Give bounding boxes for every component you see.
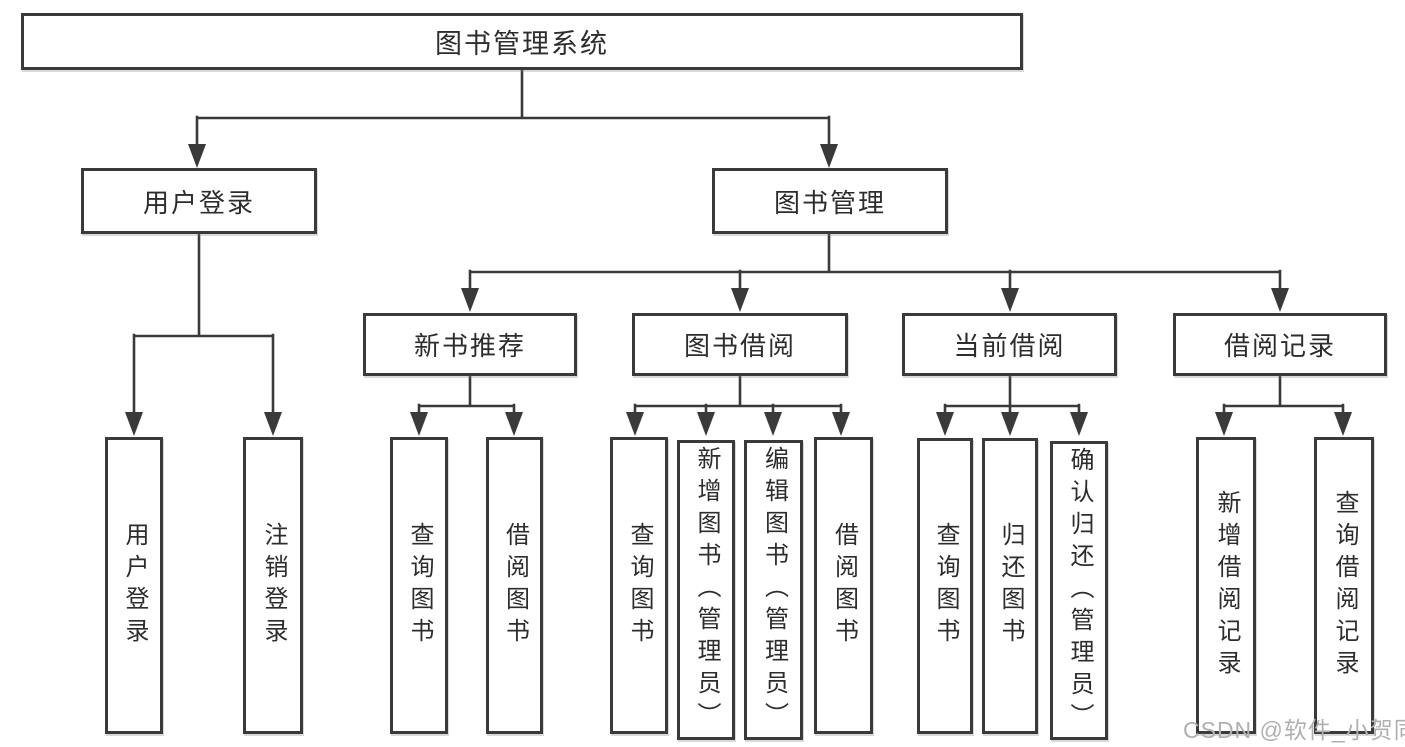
node-label: 当前借阅	[953, 331, 1066, 361]
leaf-label: 用户登录	[121, 521, 148, 650]
leaf-query-borrow-record: 查询借阅记录	[1314, 437, 1374, 734]
node-borrow-records: 借阅记录	[1173, 313, 1387, 376]
node-label: 借阅记录	[1223, 331, 1336, 361]
leaf-label: 新增图书（管理员）	[693, 446, 720, 734]
leaf-confirm-return-admin: 确认归还（管理员）	[1050, 441, 1108, 740]
leaf-borrow-books-1: 借阅图书	[486, 437, 543, 734]
leaf-query-books-2: 查询图书	[610, 437, 668, 734]
leaf-label: 查询图书	[406, 521, 433, 650]
leaf-query-books-1: 查询图书	[390, 437, 448, 734]
leaf-logout: 注销登录	[243, 437, 303, 734]
leaf-label: 借阅图书	[501, 521, 529, 650]
leaf-label: 查询图书	[626, 521, 653, 650]
leaf-user-login: 用户登录	[105, 437, 163, 734]
node-library-management-system: 图书管理系统	[21, 13, 1023, 70]
leaf-label: 归还图书	[997, 522, 1024, 650]
leaf-add-borrow-record: 新增借阅记录	[1196, 437, 1256, 734]
node-label: 图书管理系统	[435, 29, 609, 59]
leaf-borrow-books-2: 借阅图书	[814, 437, 873, 734]
leaf-query-books-3: 查询图书	[917, 438, 973, 734]
leaf-add-book-admin: 新增图书（管理员）	[677, 440, 735, 740]
node-user-login: 用户登录	[81, 168, 317, 234]
node-new-book-recommend: 新书推荐	[363, 313, 577, 376]
node-label: 图书管理	[773, 187, 886, 218]
leaf-label: 查询图书	[932, 522, 959, 650]
tree-edges	[132, 67, 1345, 417]
leaf-label: 借阅图书	[830, 521, 858, 650]
arrowhead-icon	[125, 144, 1352, 436]
leaf-label: 注销登录	[260, 521, 287, 650]
leaf-label: 查询借阅记录	[1331, 489, 1358, 682]
leaf-label: 新增借阅记录	[1213, 489, 1240, 682]
node-book-borrow: 图书借阅	[632, 313, 848, 376]
csdn-watermark: CSDN @软件_小贺同学	[1183, 717, 1405, 743]
node-label: 新书推荐	[413, 331, 526, 361]
node-current-borrow: 当前借阅	[902, 313, 1117, 376]
leaf-label: 确认归还（管理员）	[1066, 446, 1093, 735]
leaf-edit-book-admin: 编辑图书（管理员）	[744, 440, 803, 740]
leaf-return-book: 归还图书	[982, 438, 1038, 734]
node-label: 图书借阅	[683, 331, 796, 361]
node-book-management: 图书管理	[712, 168, 948, 234]
leaf-label: 编辑图书（管理员）	[760, 446, 788, 734]
node-label: 用户登录	[142, 187, 255, 218]
